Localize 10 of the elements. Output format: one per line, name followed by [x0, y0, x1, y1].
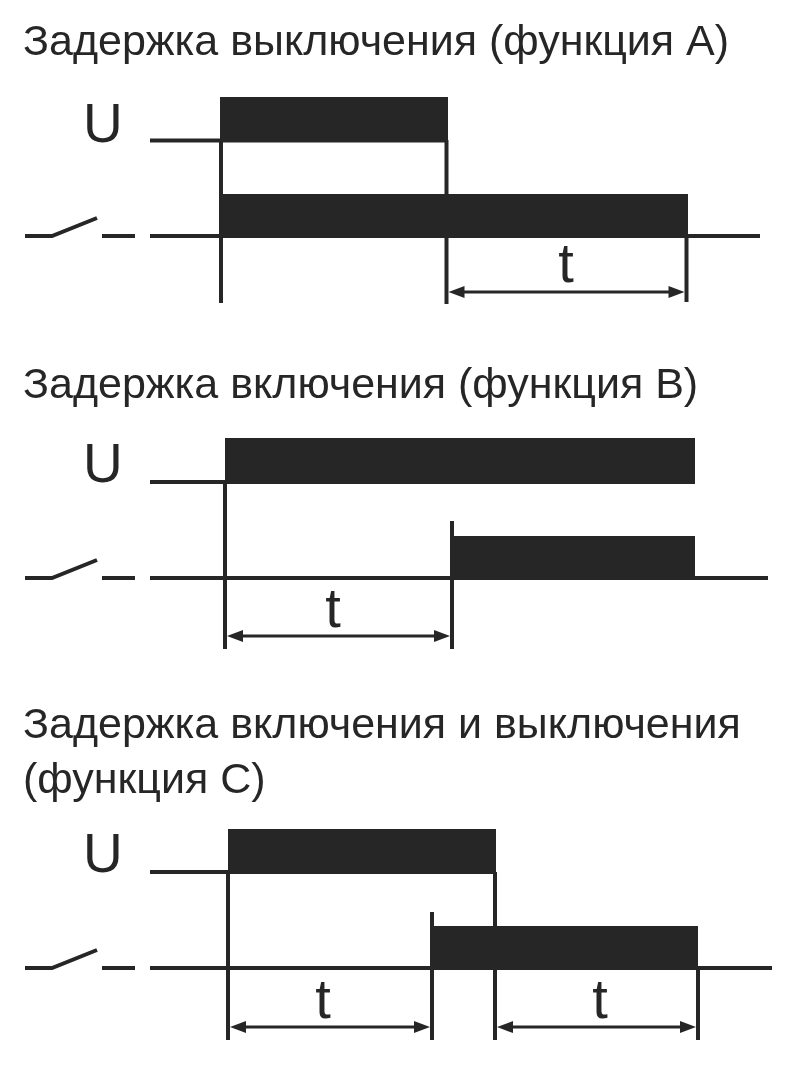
- time-label: t: [558, 235, 574, 291]
- section-heading: Задержка включения (функция В): [23, 358, 700, 409]
- signal-label: U: [83, 436, 123, 491]
- time-label: t: [592, 971, 608, 1027]
- time-label: t: [325, 580, 341, 636]
- time-label: t: [315, 971, 331, 1027]
- section-heading: Задержка включения и выключения (функция С): [23, 698, 742, 804]
- signal-label: U: [83, 826, 123, 881]
- signal-label: U: [83, 96, 123, 151]
- section-heading: Задержка выключения (функция А): [23, 15, 731, 66]
